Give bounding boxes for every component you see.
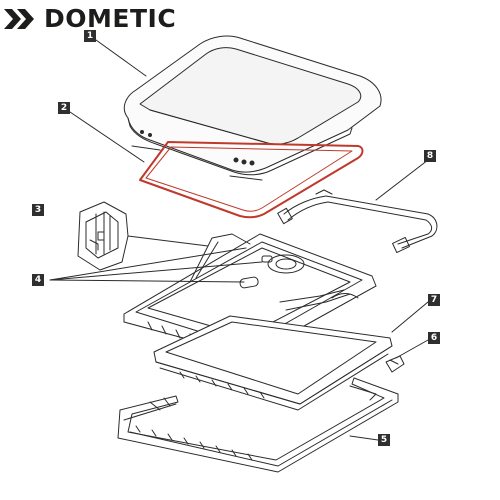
dome-cover xyxy=(123,35,382,181)
handle-bar xyxy=(277,189,438,253)
callout-6: 6 xyxy=(428,332,440,344)
callout-3: 3 xyxy=(32,204,44,216)
callout-4: 4 xyxy=(32,274,44,286)
callout-leaders xyxy=(69,39,429,441)
callout-7: 7 xyxy=(428,294,440,306)
dometic-chevrons-icon xyxy=(4,8,34,29)
brand-name: DOMETIC xyxy=(44,4,177,33)
inner-frame xyxy=(153,315,393,411)
brand-logo: DOMETIC xyxy=(4,6,176,31)
seal-gasket xyxy=(139,141,364,219)
callout-8: 8 xyxy=(424,150,436,162)
callout-2: 2 xyxy=(58,102,70,114)
callout-5: 5 xyxy=(378,434,390,446)
callout-1: 1 xyxy=(84,30,96,42)
clip xyxy=(385,355,405,373)
locking-buttons-leaders xyxy=(49,247,263,283)
hinge-detail xyxy=(77,201,209,271)
outer-mounting-frame xyxy=(117,377,399,473)
